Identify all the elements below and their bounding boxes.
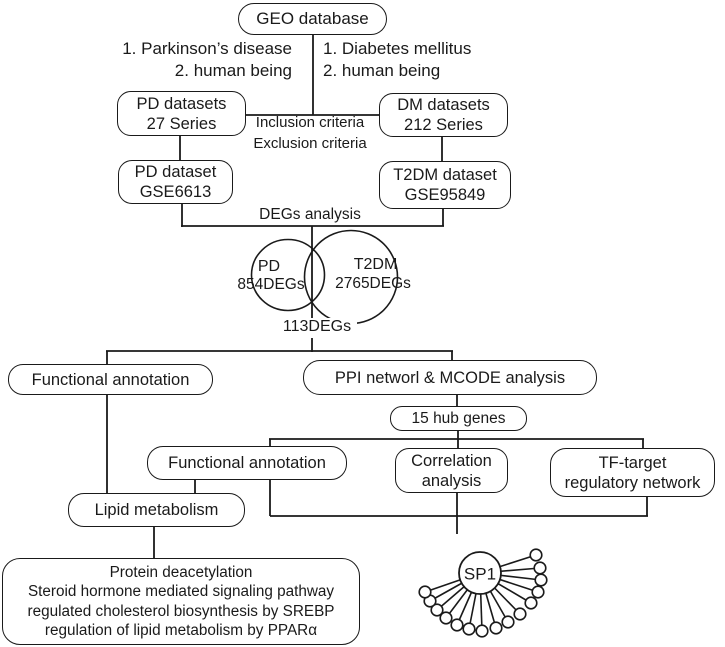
functional-annotation-box-1: Functional annotation	[8, 364, 213, 395]
pd-datasets-count: 27 Series	[146, 114, 217, 133]
functional-annotation-label-2: Functional annotation	[168, 454, 326, 472]
pd-criteria-line-2: 2. human being	[174, 60, 292, 80]
pathways-box: Protein deacetylation Steroid hormone me…	[2, 558, 360, 645]
dm-criteria-line-2: 2. human being	[323, 60, 441, 80]
correlation-analysis-line-1: Correlation	[411, 451, 492, 470]
sp1-hub-node	[458, 551, 502, 595]
tf-target-line-1: TF-target	[598, 453, 667, 472]
pd-criteria-list: 1. Parkinson’s disease 2. human being	[100, 38, 292, 81]
pathway-line-4: regulation of lipid metabolism by PPARα	[44, 622, 318, 639]
venn-intersection-count: 113DEGs	[277, 318, 357, 336]
geo-database-box: GEO database	[238, 3, 387, 35]
pathway-line-1: Protein deacetylation	[109, 563, 253, 581]
pathway-line-3: regulated cholesterol biosynthesis by SR…	[27, 602, 335, 620]
venn-t2dm-degs-count: 2765DEGs	[335, 275, 411, 292]
dm-datasets-count: 212 Series	[404, 116, 483, 134]
tf-target-line-2: regulatory network	[564, 473, 701, 492]
venn-t2dm-label: T2DM	[353, 256, 398, 273]
venn-pd-label: PD	[257, 258, 281, 275]
ppi-mcode-box: PPI networl & MCODE analysis	[303, 360, 597, 395]
geo-database-label: GEO database	[256, 9, 369, 28]
pd-dataset-accession: GSE6613	[139, 183, 212, 201]
correlation-analysis-line-2: analysis	[421, 471, 482, 490]
sp1-hub-label: SP1	[464, 565, 496, 584]
dm-criteria-line-1: 1. Diabetes mellitus	[323, 39, 472, 58]
t2dm-dataset-label: T2DM dataset	[393, 166, 497, 184]
pathway-line-2: Steroid hormone mediated signaling pathw…	[27, 583, 335, 600]
functional-annotation-label-1: Functional annotation	[31, 370, 190, 389]
hub-genes-label: 15 hub genes	[411, 409, 506, 427]
dm-datasets-label: DM datasets	[397, 96, 490, 114]
degs-analysis-label: DEGs analysis	[259, 206, 361, 223]
pd-dataset-label: PD dataset	[134, 163, 217, 181]
tf-target-network-box: TF-target regulatory network	[550, 448, 715, 497]
pd-dataset-box: PD dataset GSE6613	[118, 160, 233, 204]
t2dm-dataset-box: T2DM dataset GSE95849	[379, 161, 511, 209]
hub-genes-box: 15 hub genes	[390, 406, 527, 431]
pd-datasets-label: PD datasets	[136, 94, 227, 113]
dm-datasets-box: DM datasets 212 Series	[379, 93, 508, 137]
pd-datasets-box: PD datasets 27 Series	[117, 91, 246, 136]
lipid-metabolism-label: Lipid metabolism	[94, 501, 219, 519]
sp1-network-target-nodes	[418, 548, 548, 638]
sp1-network: SP1	[418, 548, 548, 638]
pd-criteria-line-1: 1. Parkinson’s disease	[122, 39, 292, 58]
inclusion-criteria-label: Inclusion criteria	[255, 114, 365, 131]
venn-pd-degs-count: 854DEGs	[237, 276, 305, 293]
functional-annotation-box-2: Functional annotation	[147, 446, 347, 480]
correlation-analysis-box: Correlation analysis	[395, 448, 508, 493]
exclusion-criteria-label: Exclusion criteria	[253, 135, 367, 152]
ppi-mcode-label: PPI networl & MCODE analysis	[334, 368, 566, 387]
criteria-note: Inclusion criteria Exclusion criteria	[243, 112, 377, 154]
lipid-metabolism-box: Lipid metabolism	[68, 493, 245, 527]
dm-criteria-list: 1. Diabetes mellitus 2. human being	[323, 38, 513, 81]
t2dm-dataset-accession: GSE95849	[404, 186, 486, 204]
venn-pd-circle	[250, 238, 326, 312]
